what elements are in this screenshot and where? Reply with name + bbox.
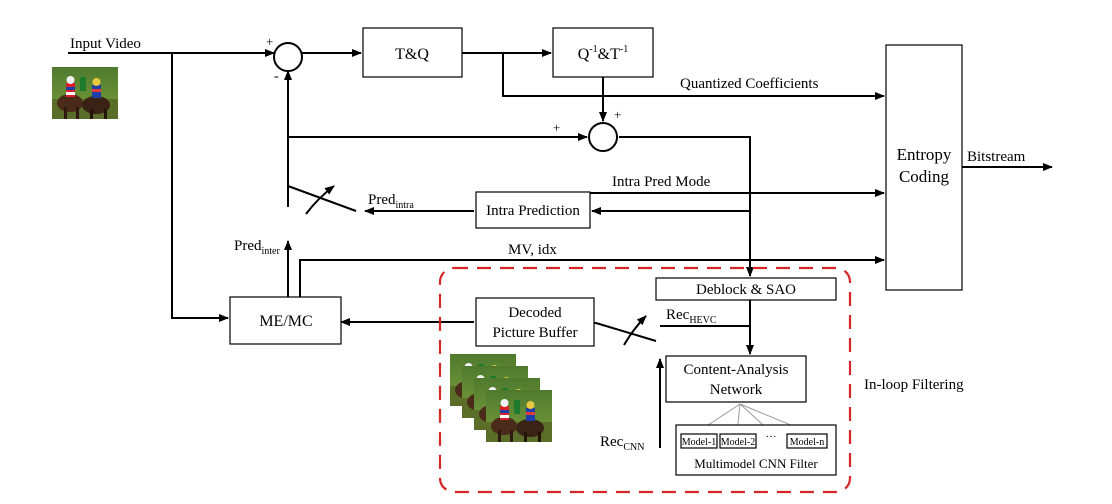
filter-switch-curve-arrow [623, 315, 647, 346]
quantized-coeffs-arrow [502, 53, 885, 100]
tq-block [362, 27, 463, 78]
adder-plus-left: + [553, 120, 560, 135]
in-loop-filtering-label: In-loop Filtering [864, 377, 964, 393]
model-2-block [719, 433, 757, 449]
rec-hevc-label: RecHEVC [666, 307, 717, 326]
bitstream-label: Bitstream [967, 149, 1026, 165]
me-mc-label: ME/MC [259, 313, 312, 330]
rec-cnn-label: RecCNN [600, 434, 644, 453]
inverse-tq-label: Q-1&T-1 [578, 44, 628, 63]
entropy-coding-block [885, 44, 963, 291]
model-n-label: Model-n [790, 437, 824, 448]
models-ellipsis: ··· [766, 431, 777, 443]
model-1-block [680, 433, 718, 449]
model-2-label: Model-2 [721, 437, 755, 448]
model-n-block [786, 433, 828, 449]
entropy-coding-label-2: Coding [899, 167, 950, 186]
can-label-2: Network [710, 382, 763, 398]
tq-label: T&Q [395, 46, 429, 63]
multimodel-cnn-filter-label: Multimodel CNN Filter [694, 456, 818, 471]
switch-curve-arrow [305, 185, 335, 215]
me-mc-block [229, 296, 342, 345]
deblock-sao-label: Deblock & SAO [696, 282, 796, 298]
summer-minus-sign: - [274, 69, 279, 84]
input-video-thumbnail [52, 67, 118, 119]
deblock-sao-block [655, 277, 837, 301]
can-label-1: Content-Analysis [684, 362, 789, 378]
subtraction-summer [273, 42, 303, 72]
content-analysis-network-block [665, 355, 807, 403]
decoded-frames-stack [450, 354, 552, 442]
summer-plus-sign: + [266, 34, 273, 49]
entropy-coding-label-1: Entropy [897, 145, 952, 164]
input-to-memc-arrow [171, 53, 229, 322]
dpb-label-2: Picture Buffer [492, 325, 577, 341]
decoded-picture-buffer-block [475, 297, 595, 347]
quantized-coefficients-label: Quantized Coefficients [680, 76, 819, 92]
mv-idx-label: MV, idx [508, 242, 557, 258]
model-1-label: Model-1 [682, 437, 716, 448]
adder-to-deblock-arrow [619, 136, 754, 277]
intra-prediction-block [475, 191, 591, 229]
pred-inter-label: Predinter [234, 238, 280, 257]
reconstruction-adder [588, 122, 618, 152]
dpb-label-1: Decoded [508, 305, 562, 321]
filter-switch [595, 322, 657, 342]
inverse-tq-block [552, 27, 654, 78]
adder-plus-top: + [614, 107, 621, 122]
mv-idx-arrow [299, 256, 885, 297]
pred-intra-label: Predintra [368, 192, 414, 211]
intra-pred-mode-label: Intra Pred Mode [612, 174, 711, 190]
input-video-label: Input Video [70, 36, 141, 52]
multimodel-cnn-filter-block [675, 424, 837, 476]
in-loop-filtering-region [438, 266, 852, 494]
intra-inter-switch [287, 185, 357, 212]
intra-prediction-label: Intra Prediction [486, 203, 580, 219]
